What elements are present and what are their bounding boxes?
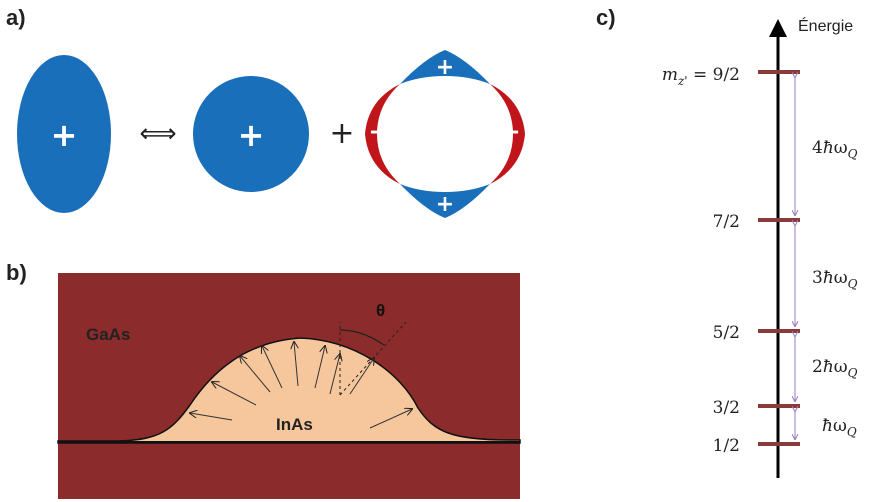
gaas-label: GaAs — [86, 325, 130, 344]
sphere-plus-sign: + — [238, 116, 265, 154]
inas-quantum-dot — [57, 337, 521, 444]
gap-label-1: ħωQ — [822, 416, 857, 439]
quadrupole-bottom-plus: + — [436, 192, 454, 217]
level-3-2-label: 3/2 — [713, 398, 740, 418]
panel-a: a) + ⟺ + + + + - - — [6, 5, 525, 218]
quadrupole-left-minus: - — [370, 119, 378, 143]
panel-c: c) Énergie mz' = 9/2 7/2 5/2 3/2 1/2 4ħω… — [596, 5, 858, 478]
quadrupole-bottom-lobe — [400, 184, 490, 218]
gap-label-4: 4ħωQ — [812, 138, 858, 161]
level-7-2-label: 7/2 — [713, 212, 740, 232]
equivalence-symbol: ⟺ — [139, 119, 176, 149]
quadrupole-top-plus: + — [436, 55, 454, 80]
gap-label-2: 2ħωQ — [812, 357, 858, 380]
quadrupole-component: + + - - — [365, 50, 525, 218]
prolate-distribution — [17, 55, 111, 213]
surface-normal-arrows — [190, 342, 412, 429]
sum-symbol: + — [329, 116, 354, 151]
panel-b-label: b) — [6, 260, 27, 285]
level-5-2-label: 5/2 — [713, 323, 740, 343]
quadrupole-left-lobe — [365, 84, 400, 184]
inas-label: InAs — [276, 415, 313, 434]
panel-a-label: a) — [6, 5, 26, 30]
quadrupole-top-lobe — [400, 50, 490, 84]
energy-axis-label: Énergie — [798, 16, 853, 35]
panel-c-label: c) — [596, 5, 616, 30]
prolate-plus-sign: + — [51, 116, 78, 154]
level-1-2-label: 1/2 — [713, 436, 740, 456]
quadrupole-right-lobe — [490, 84, 525, 184]
quadrupole-right-minus: - — [511, 119, 519, 143]
level-9-2-label: mz' = 9/2 — [662, 65, 740, 88]
gap-label-3: 3ħωQ — [812, 268, 858, 291]
theta-label: θ — [376, 301, 385, 320]
panel-b: b) θ GaAs InAs — [6, 260, 521, 499]
angle-arc — [339, 329, 385, 346]
normal-reference-line — [339, 321, 407, 396]
spherical-distribution — [193, 76, 309, 192]
